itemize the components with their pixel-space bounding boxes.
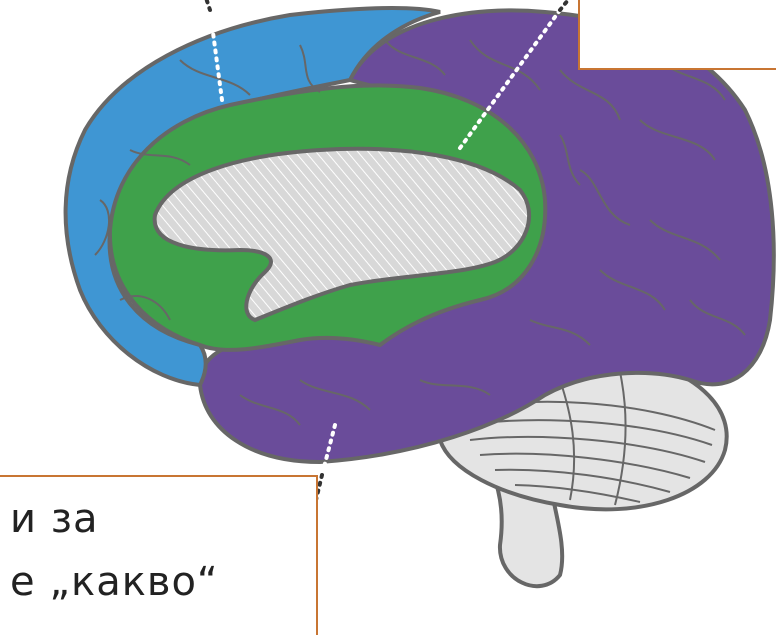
callout-top-right (578, 0, 776, 70)
callout-text-line-2: е „какво“ (10, 562, 219, 602)
callout-bottom-left: и за е „какво“ (0, 475, 318, 635)
callout-text-line-1: и за (10, 499, 99, 539)
